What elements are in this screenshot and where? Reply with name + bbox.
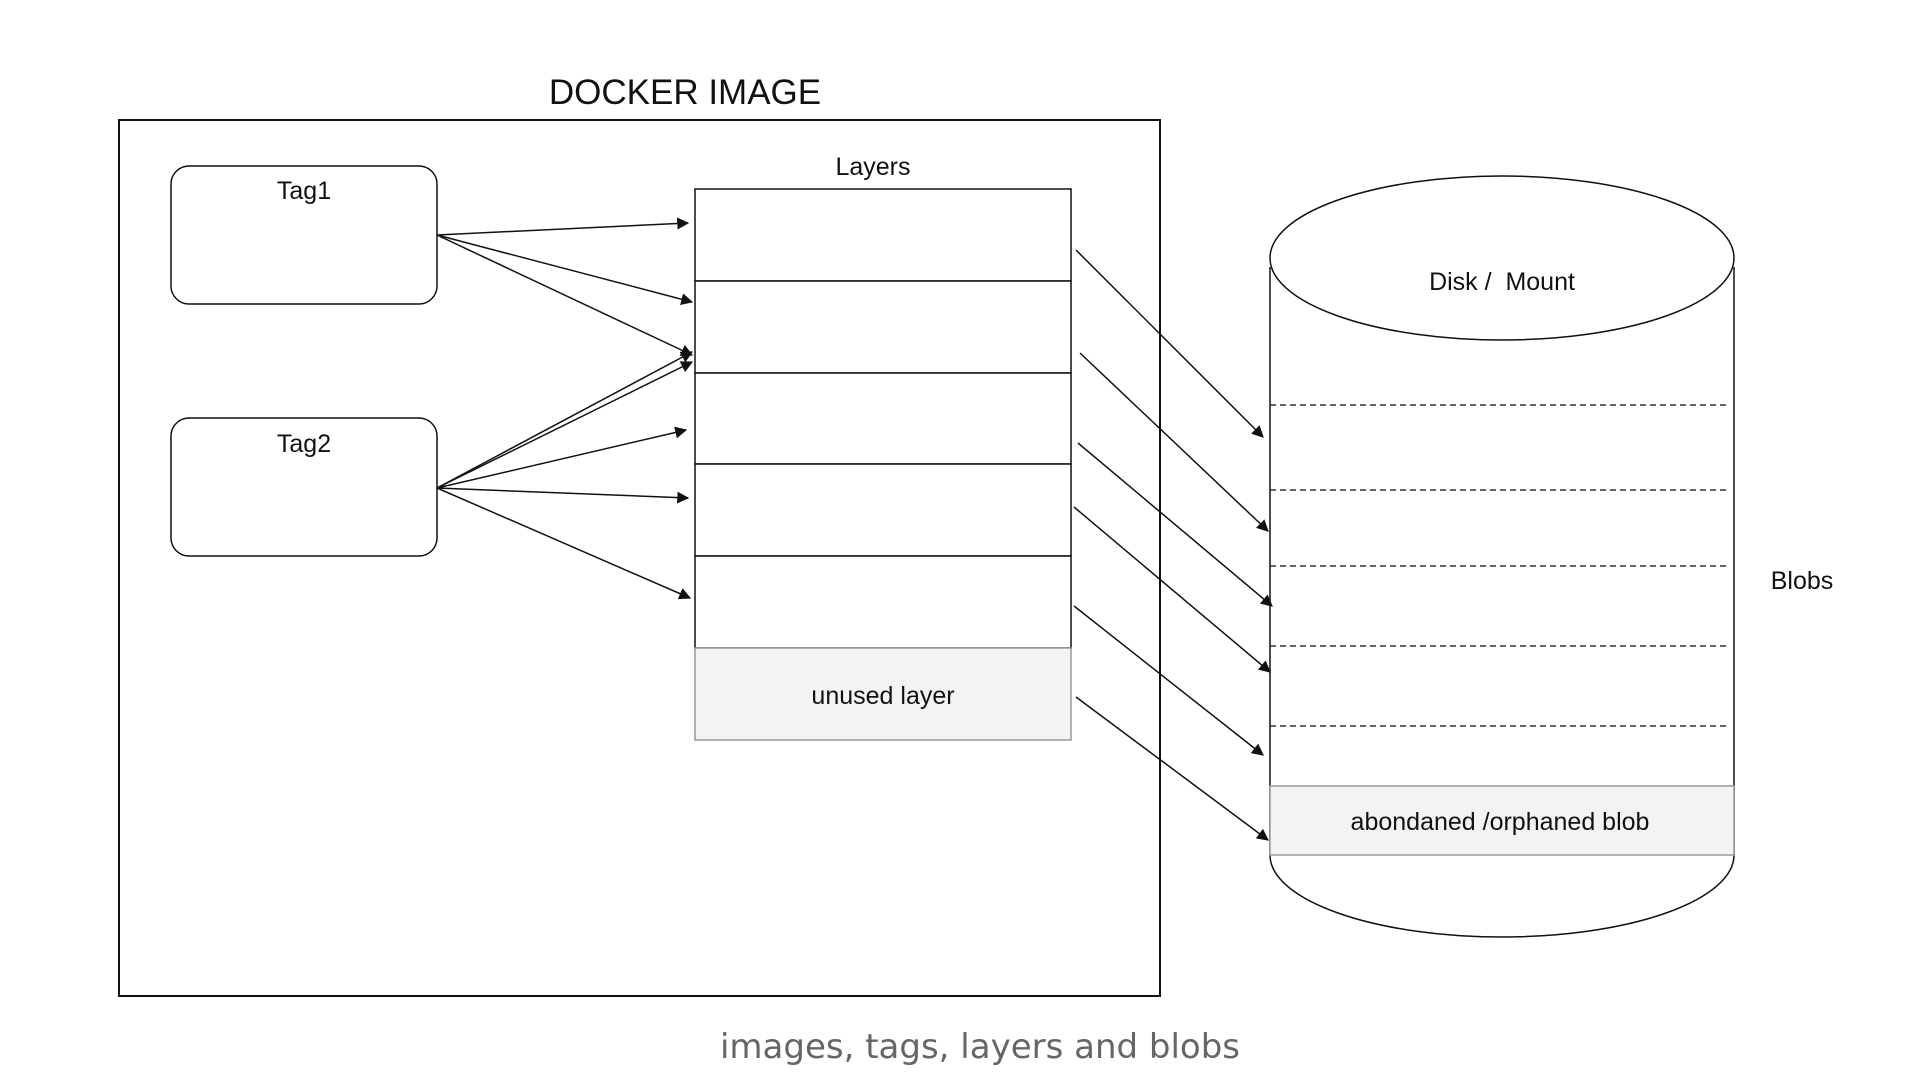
layers-heading: Layers <box>835 153 910 181</box>
layer1-arrow-blob <box>1075 249 1264 438</box>
tag1-label: Tag1 <box>277 177 331 205</box>
tag1-arrow-layer2 <box>436 234 694 306</box>
blob-dividers <box>1270 404 1730 727</box>
layer2-arrow-blob <box>1079 352 1269 532</box>
layer-1 <box>694 188 1072 282</box>
docker-image-title: DOCKER IMAGE <box>549 73 821 112</box>
layer4-arrow-blob <box>1073 506 1271 673</box>
layer-blob-arrows <box>1073 249 1273 841</box>
layer3-arrow-blob <box>1077 442 1273 607</box>
disk-top <box>1269 175 1735 341</box>
layer5-arrow-blob <box>1073 605 1264 756</box>
tag2-box <box>170 417 438 557</box>
tag-layer-arrows <box>436 217 694 600</box>
disk-label: Disk / Mount <box>1429 268 1575 296</box>
tag2-arrow-layer2b <box>436 361 694 489</box>
tag2-label: Tag2 <box>277 430 331 458</box>
layers-stack <box>694 188 1072 741</box>
figure-caption: images, tags, layers and blobs <box>720 1027 1240 1067</box>
tag1-arrow-layer2b <box>436 234 694 356</box>
layer-3 <box>694 372 1072 465</box>
layer-2 <box>694 280 1072 374</box>
disk-body <box>1269 267 1735 938</box>
tag2-arrow-layer5 <box>436 487 692 600</box>
unused-layer-arrow-orphan <box>1075 696 1269 841</box>
docker-image-frame <box>118 119 1161 997</box>
tag2-arrow-layer4 <box>436 487 690 504</box>
unused-layer <box>694 647 1072 741</box>
layer-5 <box>694 555 1072 649</box>
tag2-arrow-layer3 <box>436 426 688 489</box>
unused-layer-label: unused layer <box>811 682 954 710</box>
orphaned-blob <box>1269 785 1735 856</box>
disk-cylinder <box>1269 175 1735 938</box>
tag1-arrow-layer1 <box>436 217 690 236</box>
tag2-arrow-layer2 <box>436 351 694 489</box>
orphaned-blob-label: abondaned /orphaned blob <box>1351 808 1650 836</box>
blobs-label: Blobs <box>1771 567 1834 595</box>
layer-4 <box>694 463 1072 557</box>
